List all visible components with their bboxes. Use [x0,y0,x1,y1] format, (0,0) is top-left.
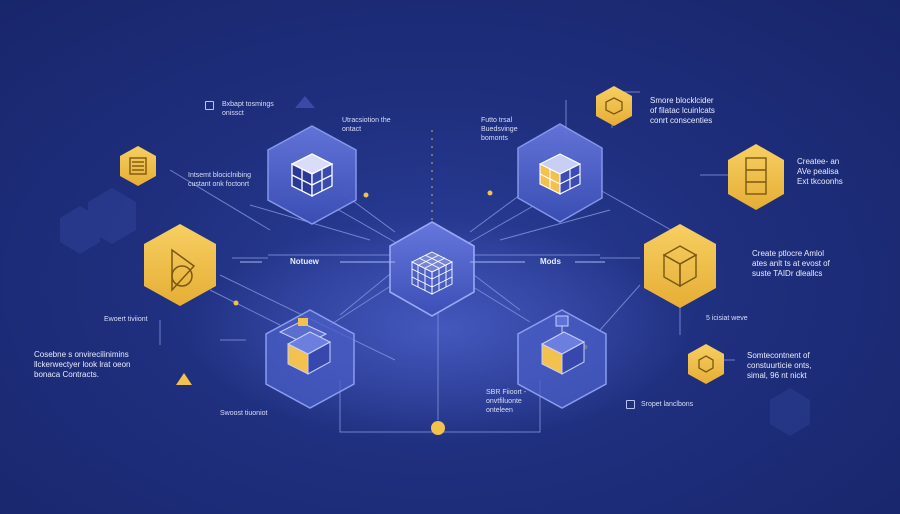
node-bottom-right[interactable] [517,309,607,409]
label-upper-left: Intsemt blociclnibing custant onk focton… [188,172,252,188]
server-icon [540,315,586,375]
hexagon-icon [605,97,623,115]
gold-hex-right-1[interactable] [728,144,784,210]
gold-hex-lower-right[interactable] [688,344,724,384]
bottom-node-dot [431,421,445,435]
document-icon [129,157,147,175]
stacked-cubes-icon [538,153,582,195]
label-lower-left: Cosebne s onvirecilinimins llckerwectyer… [34,350,131,379]
label-right-2: Create ptlocre Amlol ates anlt ts at evo… [752,249,830,278]
node-top-right[interactable] [517,123,603,223]
node-center[interactable] [389,221,475,317]
gold-hex-large-left[interactable] [144,224,216,306]
label-left-small: Ewoert tiviiont [104,316,148,323]
label-top-center-right: Futto trsal Buedsvinge bomonts [481,117,518,142]
gold-hex-right-2[interactable] [644,224,716,308]
background-hexagons [60,188,810,436]
label-right-small: 5 icisiat weve [706,315,748,322]
label-right-1: Createe- an AVe pealisa Ext tkcoonhs [797,157,843,186]
cube-icon [290,153,334,198]
gold-hex-top-right[interactable] [596,86,632,126]
node-label-center: Notuew [290,257,319,266]
label-top-right: Smore blocklcider of filatac lcuinlcats … [650,96,715,125]
warning-triangle-icon [176,373,192,385]
label-bottom-center: SBR Fiioort - onvtfiluonte onteleen [486,389,527,414]
label-top-center: Utracsiotion the ontact [342,117,391,133]
gold-box-icon [278,318,332,375]
hexagon-icon [698,355,714,373]
decorative-triangles [176,96,315,385]
node-label-center-right: Mods [540,257,561,266]
label-top-left: Bxbapt tosmings onissct [222,101,274,117]
node-top-left[interactable] [267,125,357,225]
box-stack-icon [745,157,767,195]
label-lower-right: Somtecontnent of constuurticie onts, sim… [747,351,812,380]
node-bottom-left[interactable] [265,309,355,409]
crate-icon [662,245,698,288]
document-icon [205,101,214,110]
shape-icon [171,248,196,292]
grid-cube-icon [410,251,454,295]
document-icon [626,400,635,409]
gold-hex-document[interactable] [120,146,156,186]
label-bottom-right: Sropet lanclbons [641,401,694,408]
label-bottom-left: Swoost tiuoniot [220,410,268,417]
triangle-icon [295,96,315,108]
